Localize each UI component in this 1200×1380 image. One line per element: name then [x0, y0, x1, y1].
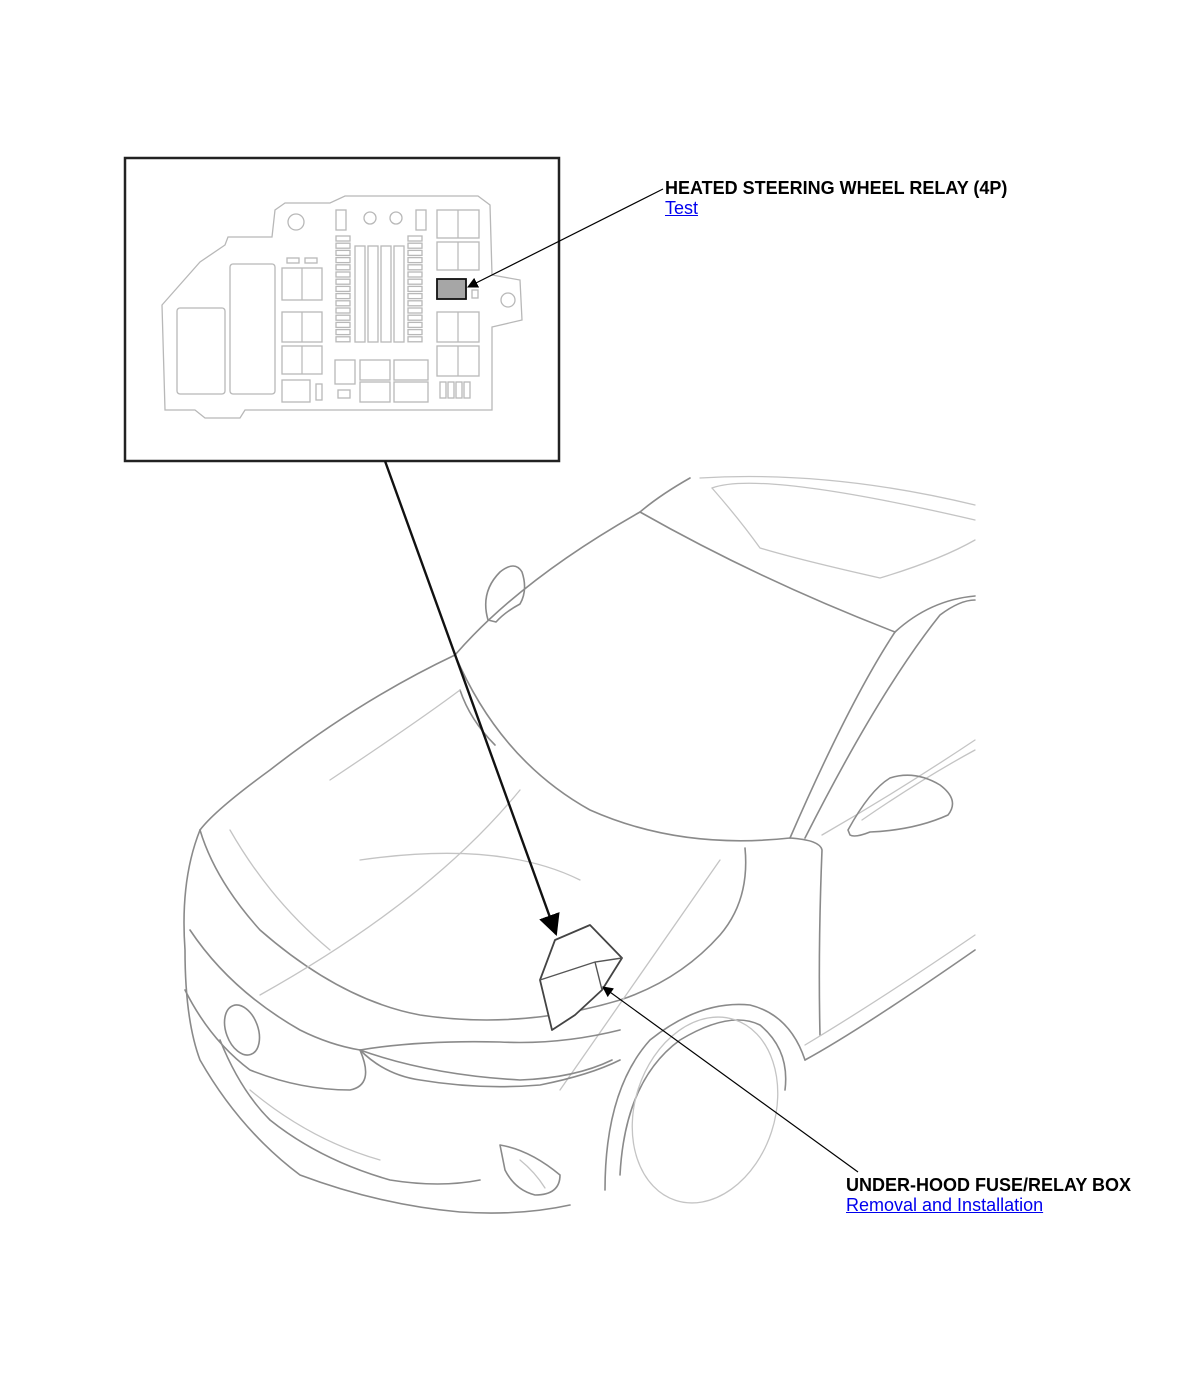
- fuse-slot: [335, 336, 351, 343]
- fuse-slot: [335, 256, 351, 264]
- fuse-slot: [407, 292, 423, 300]
- fuse-slot: [335, 328, 351, 336]
- fuse-slot: [407, 271, 423, 278]
- fuse-slot: [407, 321, 423, 329]
- fuse-slot: [335, 242, 351, 249]
- relay-callout: HEATED STEERING WHEEL RELAY (4P) Test: [665, 178, 1007, 220]
- fuse-slot: [407, 256, 423, 264]
- fuse-box-callout-title: UNDER-HOOD FUSE/RELAY BOX: [846, 1175, 1132, 1195]
- fuse-slot: [335, 264, 351, 271]
- fuse-slot: [407, 285, 423, 293]
- fuse-slot: [407, 235, 423, 242]
- fuse-slot: [407, 264, 423, 271]
- fuse-slot: [335, 321, 351, 329]
- fuse-box-removal-link[interactable]: Removal and Installation: [846, 1195, 1044, 1215]
- fuse-slot: [407, 242, 423, 249]
- relay-test-link[interactable]: Test: [665, 198, 699, 218]
- fuse-slot: [335, 285, 351, 293]
- fuse-slot: [407, 314, 423, 321]
- fuse-slot: [335, 292, 351, 300]
- fuse-slot: [335, 249, 351, 257]
- fuse-slot: [407, 307, 423, 314]
- fuse-relay-box-inset: [161, 195, 523, 419]
- heated-steering-wheel-relay: [436, 278, 467, 300]
- fuse-slot: [335, 300, 351, 307]
- fuse-slot: [335, 314, 351, 321]
- fuse-slot: [335, 235, 351, 242]
- fuse-slot: [335, 271, 351, 278]
- fuse-slot: [407, 249, 423, 257]
- relay-leader-line: [467, 188, 664, 288]
- fuse-box-callout: UNDER-HOOD FUSE/RELAY BOX Removal and In…: [846, 1175, 1131, 1217]
- fuse-slot: [407, 328, 423, 336]
- fuse-box-leader-line: [602, 986, 859, 1173]
- inset-to-car-pointer: [383, 460, 560, 937]
- fuse-slot: [407, 278, 423, 285]
- fuse-slot: [335, 278, 351, 285]
- fuse-slot: [335, 307, 351, 314]
- relay-callout-title: HEATED STEERING WHEEL RELAY (4P): [665, 178, 1008, 198]
- fuse-slot: [407, 300, 423, 307]
- vehicle-illustration: [183, 475, 976, 1214]
- fuse-slot: [407, 336, 423, 343]
